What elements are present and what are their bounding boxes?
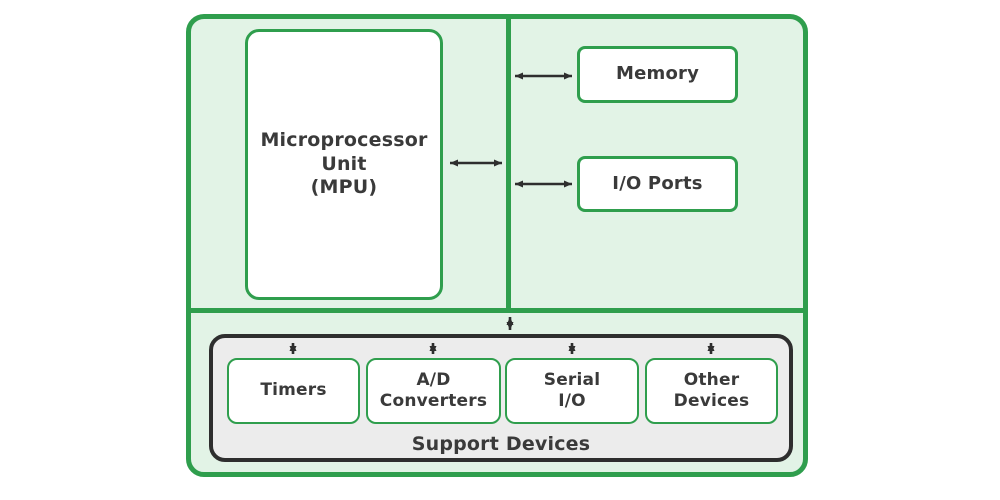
mpu-label: Microprocessor Unit (MPU) (260, 128, 428, 199)
support-devices-label: Support Devices (411, 433, 591, 455)
mpu-block: Microprocessor Unit (MPU) (245, 29, 443, 300)
memory-block: Memory (577, 46, 738, 103)
serial-io-label: Serial I/O (543, 369, 601, 411)
timers-label: Timers (260, 380, 327, 401)
ad-converters-block: A/D Converters (366, 358, 501, 424)
other-devices-label: Other Devices (673, 369, 750, 411)
io-ports-label: I/O Ports (612, 172, 703, 194)
other-devices-block: Other Devices (645, 358, 778, 424)
memory-label: Memory (615, 63, 700, 85)
section-divider-line (189, 308, 807, 313)
system-bus-line (506, 17, 511, 313)
serial-io-block: Serial I/O (505, 358, 639, 424)
io-ports-block: I/O Ports (577, 156, 738, 212)
timers-block: Timers (227, 358, 360, 424)
ad-converters-label: A/D Converters (379, 369, 488, 411)
